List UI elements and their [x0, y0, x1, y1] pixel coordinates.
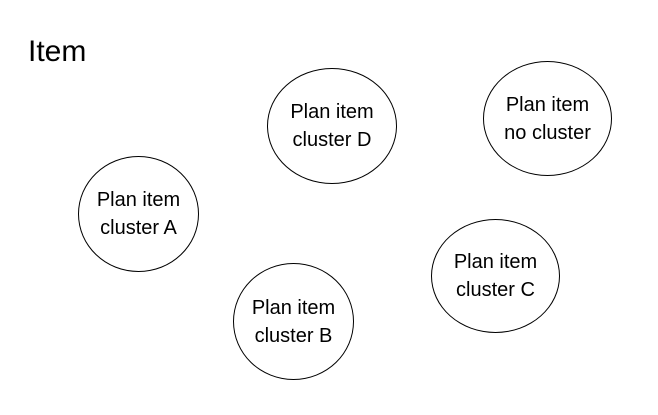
node-label: Plan item cluster C: [454, 248, 537, 304]
plan-item-no-cluster-node: Plan item no cluster: [483, 61, 612, 176]
node-label-line-2: no cluster: [504, 121, 591, 144]
plan-item-cluster-d-node: Plan item cluster D: [267, 68, 397, 184]
plan-item-cluster-a-node: Plan item cluster A: [78, 156, 199, 272]
node-label-line-1: Plan item: [251, 296, 336, 319]
node-label: Plan item cluster D: [290, 98, 373, 154]
node-label-line-1: Plan item: [96, 189, 181, 211]
plan-item-cluster-c-node: Plan item cluster C: [431, 219, 560, 333]
node-label-line-1: Plan item: [290, 101, 374, 123]
node-label-line-2: cluster A: [100, 217, 177, 239]
plan-item-cluster-b-node: Plan item cluster B: [233, 263, 354, 380]
node-label-line-2: cluster C: [456, 279, 535, 301]
node-label-line-1: Plan item: [505, 93, 590, 116]
node-label: Plan item cluster A: [97, 186, 180, 242]
node-label: Plan item no cluster: [504, 91, 591, 147]
node-label-line-2: cluster D: [292, 129, 372, 151]
node-label: Plan item cluster B: [252, 294, 335, 350]
node-label-line-1: Plan item: [453, 251, 538, 273]
node-label-line-2: cluster B: [254, 324, 333, 347]
diagram-title: Item: [28, 35, 87, 68]
